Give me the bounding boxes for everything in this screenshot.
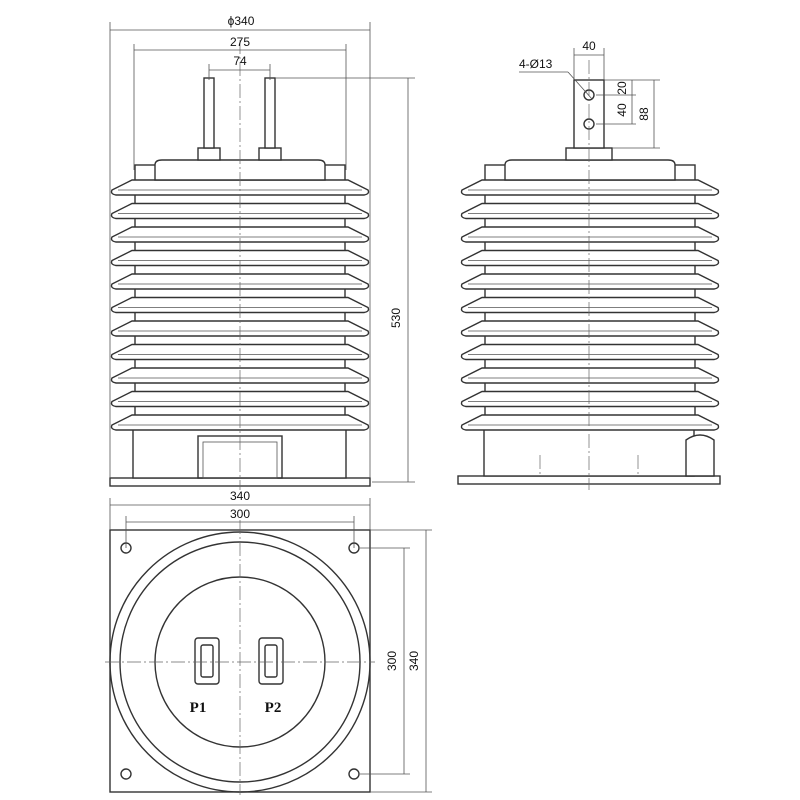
dim-340-width-label: 340 [230, 489, 250, 503]
dim-20-label: 20 [615, 81, 629, 95]
front-terminal-left [203, 77, 215, 149]
side-view: 40 4-Ø13 20 40 88 [457, 39, 721, 490]
dim-40-vert-label: 40 [615, 103, 629, 117]
dim-275-label: 275 [230, 35, 250, 49]
mounting-hole-bl [120, 768, 132, 780]
front-terminal-base-left [197, 147, 221, 161]
side-shed-8 [460, 343, 720, 361]
side-shed-2 [460, 202, 720, 220]
holes-leader [567, 71, 593, 100]
dim-holes-label: 4-Ø13 [519, 57, 553, 71]
dim-300-width-label: 300 [230, 507, 250, 521]
mounting-hole-br [348, 768, 360, 780]
front-terminal-right [264, 77, 276, 149]
dim-74-label: 74 [233, 54, 247, 68]
dim-300-height-label: 300 [385, 651, 399, 671]
side-shed-5 [460, 273, 720, 290]
terminal-p2-label: P2 [265, 700, 282, 716]
dim-diameter-label: ϕ340 [228, 14, 255, 28]
side-shed-9 [460, 367, 720, 384]
side-shed-11 [460, 414, 720, 431]
bottom-view: P1 P2 340 300 300 340 [105, 489, 432, 795]
side-terminal-box [685, 434, 715, 477]
side-shed-6 [460, 296, 720, 314]
terminal-p1-outline [194, 637, 220, 685]
side-shed-3 [460, 226, 720, 243]
dim-530-label: 530 [389, 308, 403, 328]
front-shed-1 [110, 179, 370, 196]
dim-340-height-label: 340 [407, 651, 421, 671]
side-shed-1 [460, 179, 720, 196]
front-terminal-base-right [258, 147, 282, 161]
terminal-p1-label: P1 [190, 700, 207, 716]
dim-88-label: 88 [637, 107, 651, 121]
side-shed-4 [460, 249, 720, 267]
dim-40-top-label: 40 [582, 39, 596, 53]
terminal-p2-outline [258, 637, 284, 685]
front-shed-5 [110, 273, 370, 290]
side-sheds [460, 179, 720, 431]
side-top-cap [504, 159, 676, 181]
front-view: ϕ340 275 74 530 [109, 14, 415, 490]
side-shed-7 [460, 320, 720, 337]
front-shed-4 [110, 249, 370, 267]
front-top-cap [154, 159, 326, 181]
side-shed-10 [460, 390, 720, 408]
